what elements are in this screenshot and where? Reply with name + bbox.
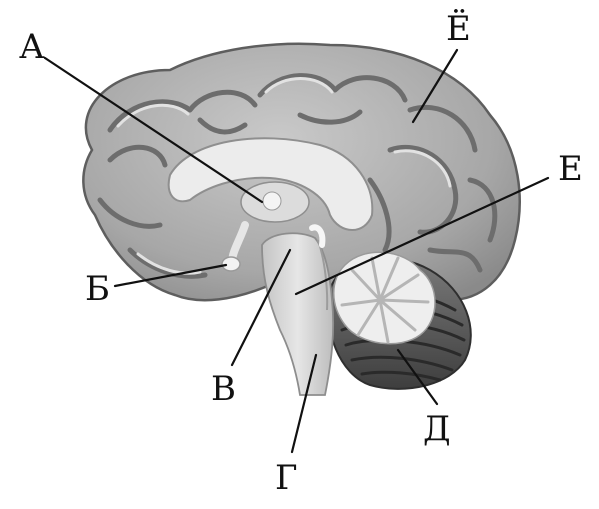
leader-line-e — [294, 176, 550, 296]
label-v: В — [211, 369, 236, 409]
cerebral-aqueduct — [309, 224, 326, 248]
cortex-gyri — [97, 73, 498, 279]
corpus-callosum — [167, 137, 374, 231]
label-b: Б — [85, 269, 110, 309]
interthalamic-adhesion — [262, 191, 282, 211]
label-a: А — [19, 27, 45, 67]
label-yo: Ё — [446, 9, 471, 49]
leader-line-a — [43, 56, 264, 204]
label-d: Д — [423, 409, 451, 449]
arbor-vitae — [333, 251, 436, 345]
label-g: Г — [275, 458, 298, 498]
leader-line-g — [290, 353, 318, 454]
label-e: Е — [558, 149, 583, 189]
leader-line-yo — [411, 48, 459, 124]
leader-line-d — [396, 348, 439, 406]
leader-line-v — [230, 248, 292, 367]
leader-line-b — [113, 263, 228, 288]
pituitary-gland — [221, 256, 241, 272]
